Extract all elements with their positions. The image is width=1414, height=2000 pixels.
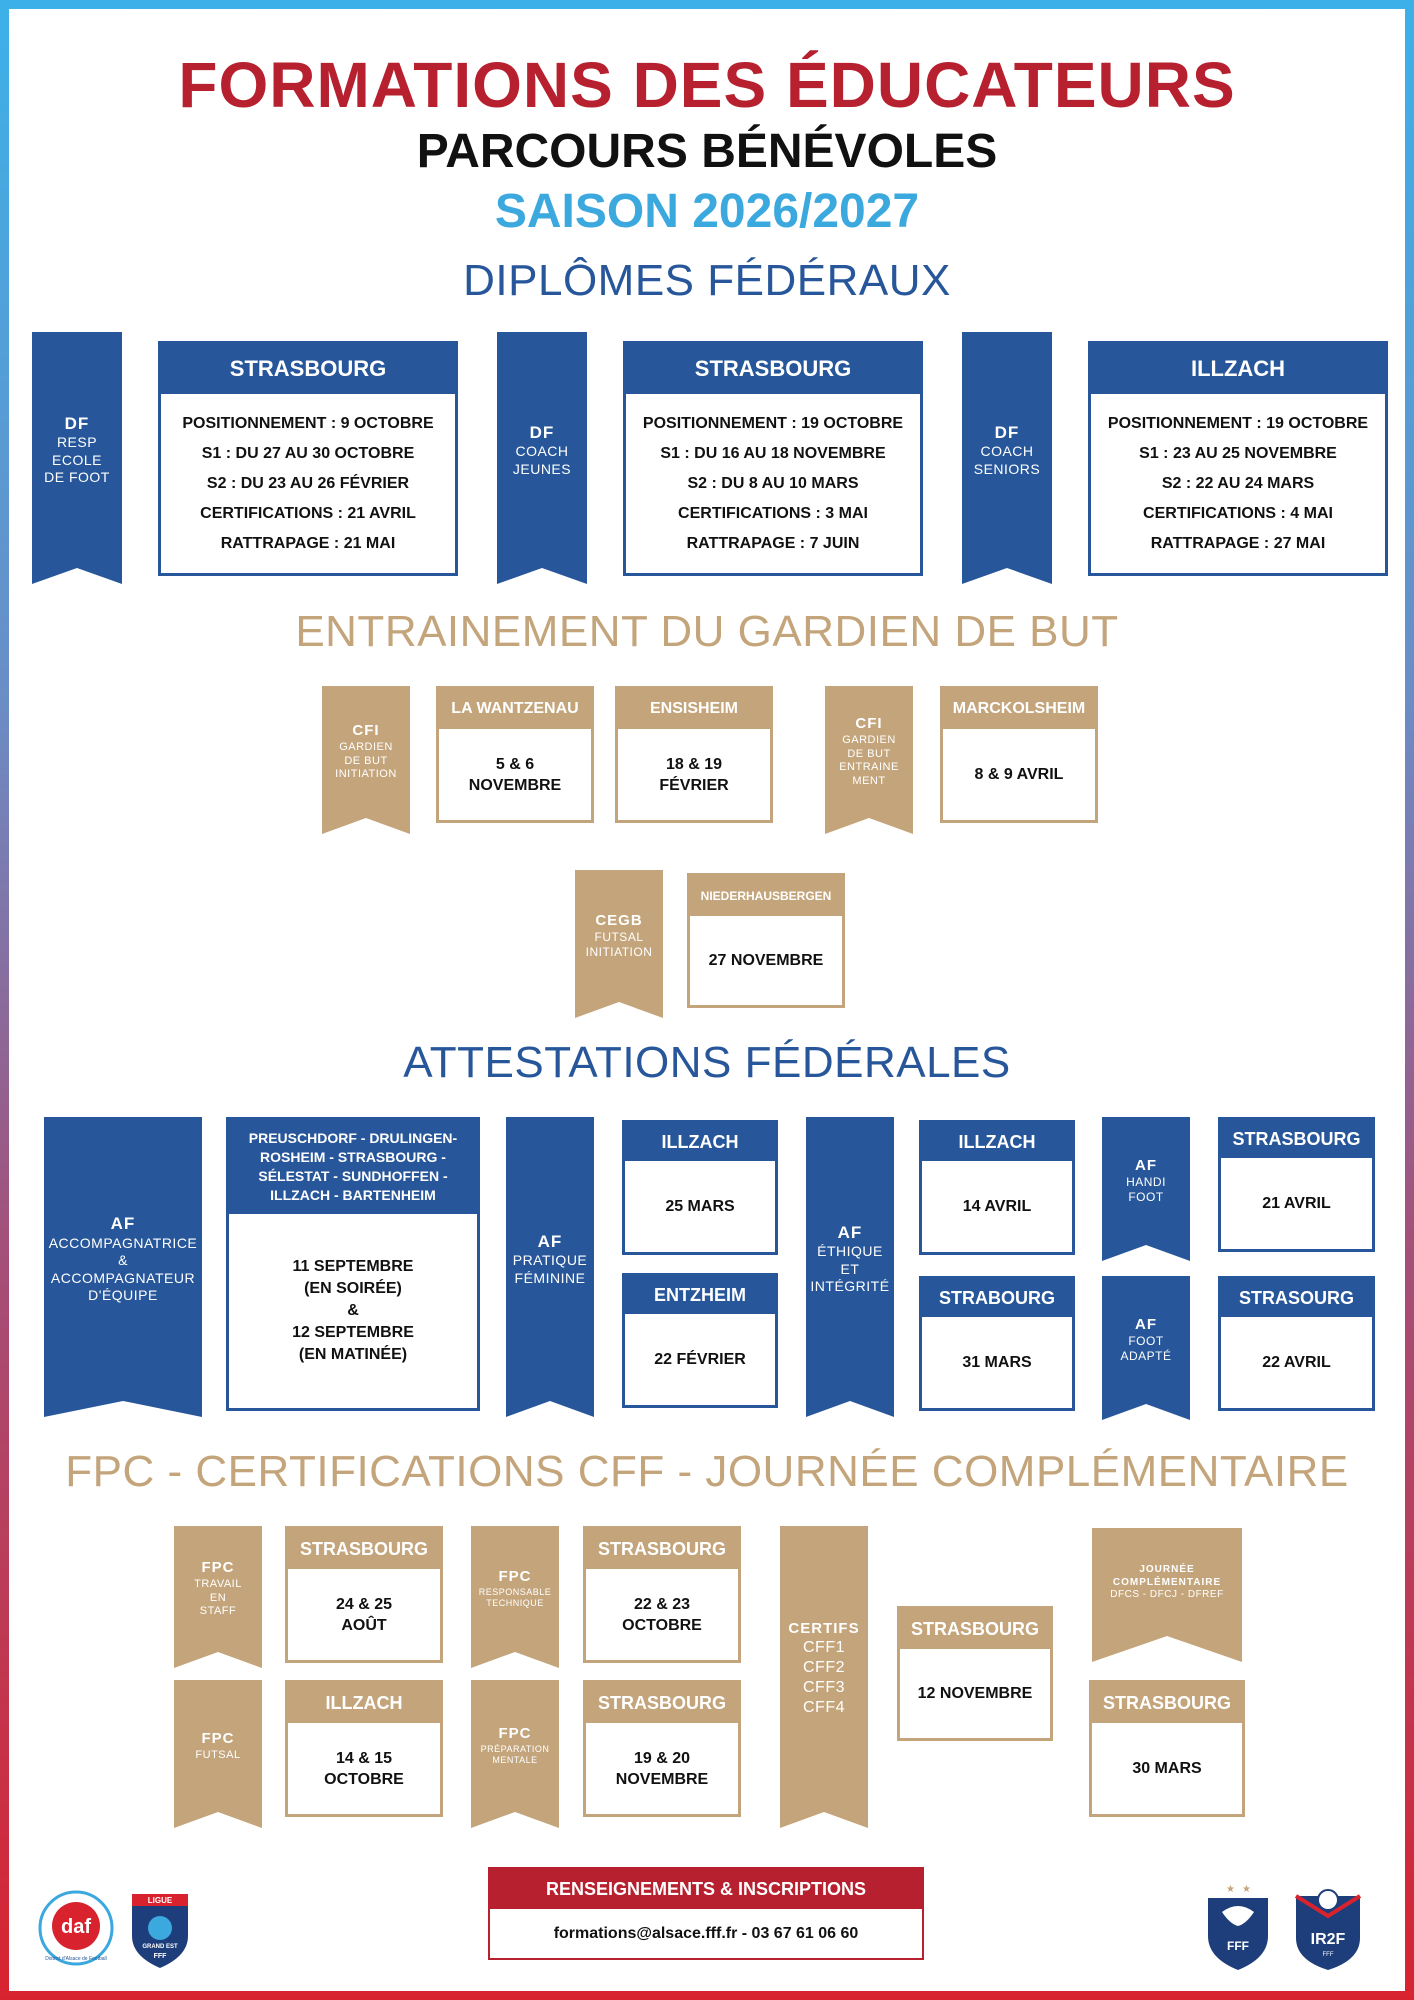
daf-logo-caption: District d'Alsace de Football [45, 1956, 107, 1962]
session-card-df-seniors: ILLZACH POSITIONNEMENT : 19 OCTOBRE S1 :… [1088, 341, 1388, 576]
card-place: STRASBOURG [161, 344, 455, 394]
ribbon-df-coach-jeunes: DF COACH JEUNES [497, 332, 587, 584]
session-card-entzheim: ENTZHEIM 22 FÉVRIER [622, 1273, 778, 1408]
session-card-af-accompagnateur: PREUSCHDORF - DRULINGEN-ROSHEIM - STRASB… [226, 1117, 480, 1411]
session-card-strabourg-31-mars: STRABOURG 31 MARS [919, 1276, 1075, 1411]
session-card-la-wantzenau: LA WANTZENAU 5 & 6 NOVEMBRE [436, 686, 594, 823]
session-card-df-jeunes: STRASBOURG POSITIONNEMENT : 19 OCTOBRE S… [623, 341, 923, 576]
ribbon-df-ecole-de-foot: DF RESP ECOLE DE FOOT [32, 332, 122, 584]
contact-box: RENSEIGNEMENTS & INSCRIPTIONS formations… [488, 1867, 924, 1960]
ribbon-cfi-gardien-entrainement: CFI GARDIEN DE BUT ENTRAINE MENT [825, 686, 913, 834]
ribbon-cfi-gardien-initiation: CFI GARDIEN DE BUT INITIATION [322, 686, 410, 834]
svg-text:FFF: FFF [154, 1953, 168, 1960]
session-card-certifs: STRASBOURG 12 NOVEMBRE [897, 1606, 1053, 1741]
ir2f-logo: IR2F FFF [1290, 1886, 1366, 1972]
svg-text:GRAND EST: GRAND EST [142, 1944, 178, 1950]
ribbon-certifs-cff: CERTIFS CFF1 CFF2 CFF3 CFF4 [780, 1526, 868, 1828]
ribbon-df-coach-seniors: DF COACH SENIORS [962, 332, 1052, 584]
section-title-diplomes: DIPLÔMES FÉDÉRAUX [463, 256, 951, 305]
section-title-gardien: ENTRAINEMENT DU GARDIEN DE BUT [295, 607, 1119, 656]
ribbon-fpc-responsable-technique: FPC RESPONSABLE TECHNIQUE [471, 1526, 559, 1668]
daf-logo: daf District d'Alsace de Football [38, 1890, 114, 1966]
card-place: STRASBOURG [626, 344, 920, 394]
session-card-fpc-staff: STRASBOURG 24 & 25 AOÛT [285, 1526, 443, 1663]
svg-text:LIGUE: LIGUE [148, 1896, 173, 1905]
session-card-illzach-25-mars: ILLZACH 25 MARS [622, 1120, 778, 1255]
ribbon-af-accompagnateur: AF ACCOMPAGNATRICE & ACCOMPAGNATEUR D'ÉQ… [44, 1117, 202, 1417]
svg-text:FFF: FFF [1227, 1939, 1249, 1953]
page-subtitle: PARCOURS BÉNÉVOLES [416, 125, 998, 178]
session-card-illzach-14-avril: ILLZACH 14 AVRIL [919, 1120, 1075, 1255]
contact-heading: RENSEIGNEMENTS & INSCRIPTIONS [490, 1869, 922, 1909]
session-card-journee-complementaire: STRASBOURG 30 MARS [1089, 1680, 1245, 1817]
session-card-ensisheim: ENSISHEIM 18 & 19 FÉVRIER [615, 686, 773, 823]
ribbon-af-pratique-feminine: AF PRATIQUE FÉMININE [506, 1117, 594, 1417]
svg-text:IR2F: IR2F [1311, 1931, 1346, 1948]
session-card-df-ecole: STRASBOURG POSITIONNEMENT : 9 OCTOBRE S1… [158, 341, 458, 576]
ribbon-cegb-futsal: CEGB FUTSAL INITIATION [575, 870, 663, 1018]
session-card-niederhausbergen: NIEDERHAUSBERGEN 27 NOVEMBRE [687, 873, 845, 1008]
ribbon-fpc-futsal: FPC FUTSAL [174, 1680, 262, 1828]
season-label: SAISON 2026/2027 [494, 185, 920, 238]
svg-text:FFF: FFF [1323, 1952, 1334, 1958]
ribbon-fpc-preparation-mentale: FPC PRÉPARATION MENTALE [471, 1680, 559, 1828]
svg-text:★: ★ [1242, 1884, 1251, 1895]
svg-text:★: ★ [1226, 1884, 1235, 1895]
section-title-attestations: ATTESTATIONS FÉDÉRALES [403, 1038, 1011, 1087]
section-title-fpc: FPC - CERTIFICATIONS CFF - JOURNÉE COMPL… [65, 1447, 1349, 1496]
ribbon-af-foot-adapte: AF FOOT ADAPTÉ [1102, 1276, 1190, 1420]
fff-logo: ★ ★ FFF [1202, 1882, 1274, 1972]
contact-info[interactable]: formations@alsace.fff.fr - 03 67 61 06 6… [553, 1924, 859, 1942]
session-card-fpc-resp-tech: STRASBOURG 22 & 23 OCTOBRE [583, 1526, 741, 1663]
session-card-fpc-futsal: ILLZACH 14 & 15 OCTOBRE [285, 1680, 443, 1817]
ribbon-fpc-travail-en-staff: FPC TRAVAIL EN STAFF [174, 1526, 262, 1668]
card-place: ILLZACH [1091, 344, 1385, 394]
ribbon-af-handi-foot: AF HANDI FOOT [1102, 1117, 1190, 1261]
session-card-fpc-prep-mentale: STRASBOURG 19 & 20 NOVEMBRE [583, 1680, 741, 1817]
session-card-marckolsheim: MARCKOLSHEIM 8 & 9 AVRIL [940, 686, 1098, 823]
ribbon-af-ethique: AF ÉTHIQUE ET INTÉGRITÉ [806, 1117, 894, 1417]
session-card-strasourg-22-avril: STRASOURG 22 AVRIL [1218, 1276, 1375, 1411]
session-card-strasbourg-21-avril: STRASBOURG 21 AVRIL [1218, 1117, 1375, 1252]
daf-logo-text: daf [61, 1916, 91, 1938]
page-title: FORMATIONS DES ÉDUCATEURS [178, 49, 1236, 121]
ligue-grand-est-logo: LIGUE GRAND EST FFF [128, 1890, 192, 1970]
